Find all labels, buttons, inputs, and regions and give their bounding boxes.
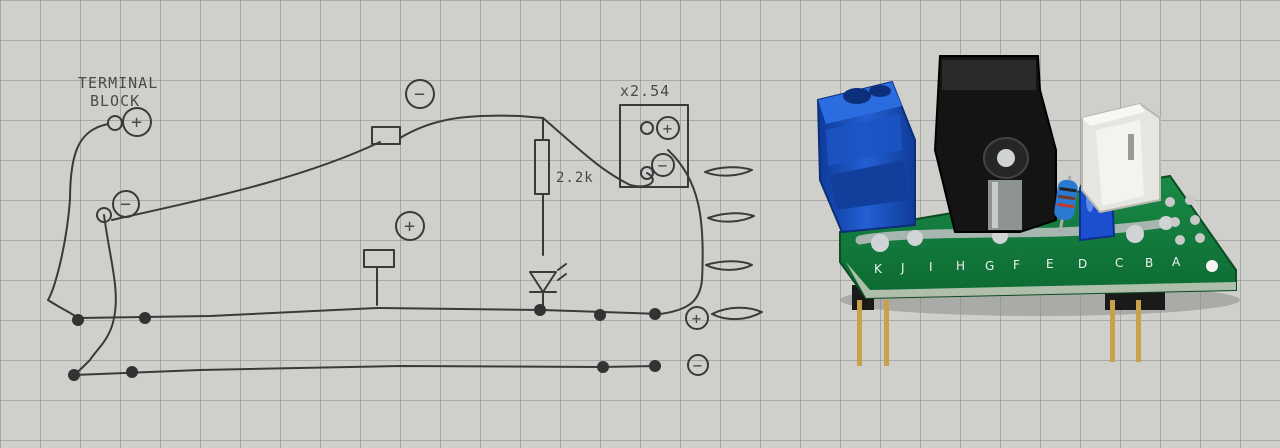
pcb-silkscreen: K J I H G F E D C B A: [874, 255, 1181, 276]
silkscreen-j: J: [900, 261, 905, 275]
silkscreen-f: F: [1013, 258, 1020, 272]
terminal-plus-circle: [122, 107, 152, 137]
dc-barrel-jack: [933, 55, 1057, 233]
silkscreen-d: D: [1078, 257, 1087, 271]
rail-minus-sign: −: [693, 356, 704, 375]
header-outline: [619, 104, 689, 188]
rail-plus-sign: +: [692, 309, 703, 328]
header-minus-circle: [651, 153, 675, 177]
jack-minus-pad: [371, 126, 401, 145]
jack-plus-sign: +: [404, 216, 416, 237]
silkscreen-i: I: [929, 260, 933, 274]
jack-minus-circle: [405, 79, 435, 109]
silkscreen-g: G: [985, 259, 994, 273]
led-symbol: [529, 117, 557, 311]
terminal-plus-sign: +: [131, 112, 143, 133]
hand-drawn-schematic: TERMINAL BLOCK x2.54 + − − + + − 2.2k: [47, 74, 763, 381]
header-plus-circle: [656, 116, 680, 140]
jack-plus-pad: [363, 249, 395, 268]
silkscreen-a: A: [1172, 255, 1181, 269]
pcb-extra-pads: [1165, 195, 1205, 245]
header-pins: [852, 285, 1165, 366]
pcb-mount-hole: [1206, 260, 1218, 272]
header-pitch-label: x2.54: [620, 82, 670, 100]
blue-terminal-block: [816, 80, 916, 234]
silkscreen-h: H: [956, 259, 965, 273]
rail-plus-circle: [685, 306, 709, 330]
header-plus-pad: [640, 121, 654, 135]
assembled-pcb-photo: K J I H G F E D C B A: [816, 55, 1240, 366]
terminal-block-label-line1: TERMINAL: [78, 74, 158, 92]
white-jst-connector: [1081, 102, 1161, 214]
pin-sketches: [704, 166, 763, 320]
jack-plus-circle: [395, 211, 425, 241]
silkscreen-k: K: [874, 262, 883, 276]
header-minus-pad: [640, 166, 654, 180]
terminal-block-label-line2: BLOCK: [90, 92, 140, 110]
led-light-arrows: [557, 263, 567, 281]
rail-dots: [68, 304, 661, 381]
resistor-component: [1054, 175, 1078, 233]
silkscreen-b: B: [1145, 256, 1153, 270]
resistor-label: 2.2k: [556, 170, 594, 186]
solder-pads: [871, 216, 1173, 252]
terminal-minus-sign: −: [120, 194, 132, 215]
jack-minus-sign: −: [414, 84, 426, 105]
header-minus-sign: −: [658, 156, 669, 175]
header-plus-sign: +: [663, 119, 674, 138]
silkscreen-e: E: [1046, 257, 1054, 271]
rail-minus-circle: [687, 354, 709, 376]
silkscreen-c: C: [1115, 256, 1123, 270]
